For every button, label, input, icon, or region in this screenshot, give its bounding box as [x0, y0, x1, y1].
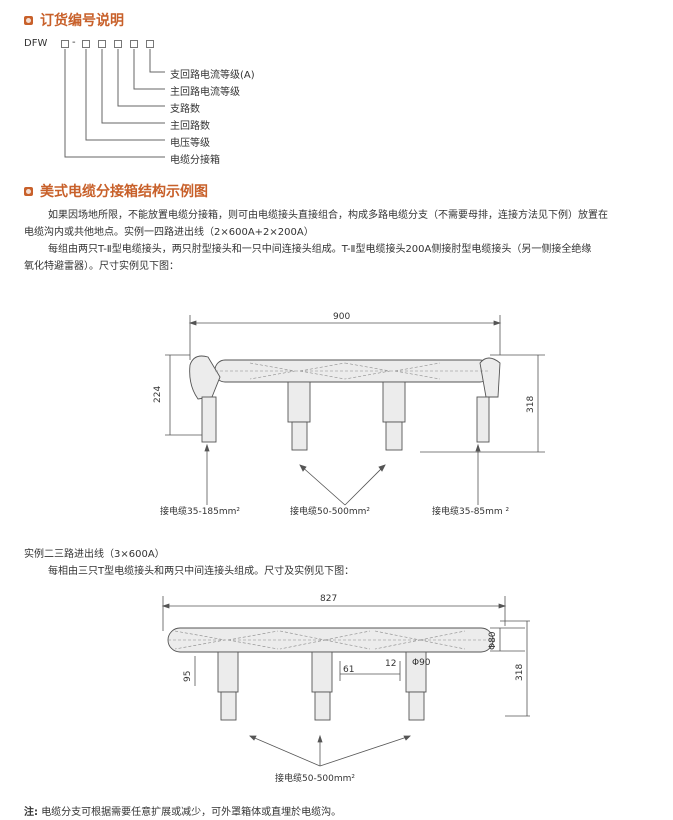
- code-box-2: [82, 40, 90, 48]
- four-way-assembly: [189, 355, 501, 451]
- example2-desc: 每相由三只T型电缆接头和两只中间连接头组成。尺寸及实例见下图：: [48, 566, 355, 577]
- code-box-4: [114, 40, 122, 48]
- code-label-branch-current: 支回路电流等级(A): [170, 70, 255, 81]
- code-label-voltage: 电压等级: [170, 138, 210, 149]
- dim-95: 95: [183, 671, 193, 682]
- section-bullet-icon: [24, 15, 33, 25]
- note: 注: 电缆分支可根据需要任意扩展或减少，可外罩箱体或直埋於电缆沟。: [24, 803, 341, 818]
- diagram-four-way: 900 224 318 接电缆35-185mm² 接电缆50-500mm² 接电…: [153, 312, 545, 517]
- code-label-main-count: 主回路数: [170, 121, 210, 132]
- cable-label-right: 接电缆35-85mm ²: [432, 505, 510, 517]
- dim-12: 12: [385, 659, 396, 669]
- code-prefix: DFW: [24, 38, 48, 49]
- code-connector-lines: [64, 49, 165, 158]
- dim-height-224: 224: [153, 386, 163, 403]
- cable-label-left: 接电缆35-185mm²: [160, 505, 240, 517]
- code-label-main-current: 主回路电流等级: [170, 87, 240, 98]
- paragraph-line-3: 每组由两只T-Ⅱ型电缆接头，两只肘型接头和一只中间连接头组成。T-Ⅱ型电缆接头2…: [48, 244, 592, 255]
- diagram-three-way: 827 Φ80 Φ90 95 61 12 318 接电缆50-500mm²: [161, 594, 530, 784]
- paragraph-line-2: 电缆沟内或共他地点。实例一四路进出线（2×600A+2×200A）: [24, 227, 314, 238]
- section-title-text: 美式电缆分接箱结构示例图: [40, 184, 208, 200]
- paragraph-line-1: 如果因场地所限，不能放置电缆分接箱，则可由电缆接头直接组合，构成多路电缆分支（不…: [48, 210, 608, 221]
- section-bullet-icon: [24, 186, 33, 196]
- code-separator: -: [72, 37, 76, 48]
- code-box-3: [98, 40, 106, 48]
- code-box-1: [61, 40, 69, 48]
- dim-61: 61: [343, 665, 354, 675]
- code-label-box: 电缆分接箱: [170, 155, 220, 166]
- code-box-5: [130, 40, 138, 48]
- dim-width-900: 900: [333, 312, 350, 322]
- code-box-6: [146, 40, 154, 48]
- section-title-text: 订货编号说明: [40, 13, 124, 29]
- three-way-assembly: [167, 627, 494, 721]
- code-label-branch-count: 支路数: [170, 104, 200, 115]
- section-title-structure: 美式电缆分接箱结构示例图: [24, 181, 208, 201]
- dim-height-318b: 318: [515, 664, 525, 681]
- cable-label-mid: 接电缆50-500mm²: [290, 505, 370, 517]
- section-title-order-code: 订货编号说明: [24, 10, 124, 30]
- note-text: 电缆分支可根据需要任意扩展或减少，可外罩箱体或直埋於电缆沟。: [41, 807, 342, 818]
- dim-width-827: 827: [320, 594, 337, 604]
- cable-label-three: 接电缆50-500mm²: [275, 772, 355, 784]
- dim-height-318: 318: [526, 396, 536, 413]
- dim-dia-90: Φ90: [412, 658, 431, 668]
- paragraph-line-4: 氧化特避雷器）。尺寸实例见下图：: [24, 261, 179, 272]
- note-prefix: 注:: [24, 807, 38, 818]
- example2-title: 实例二三路进出线（3×600A）: [24, 549, 165, 560]
- dim-dia-80: Φ80: [488, 631, 498, 650]
